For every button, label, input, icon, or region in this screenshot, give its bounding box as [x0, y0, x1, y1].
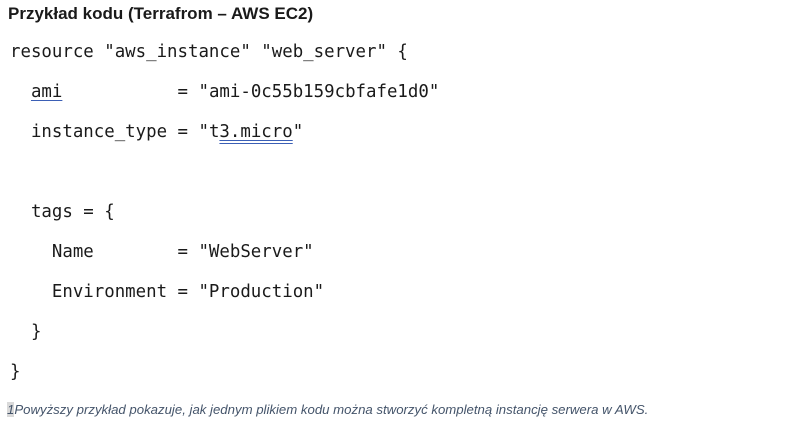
code-line-tag-environment: Environment = "Production" [10, 282, 325, 302]
spellcheck-word-ami: ami [30, 82, 63, 102]
code-line-instance-type-prefix: instance_type = "t [30, 122, 220, 142]
document-heading: Przykład kodu (Terrafrom – AWS EC2) [8, 4, 314, 23]
code-line-tags: tags = { [10, 202, 115, 222]
code-line-ami: ami = "ami-0c55b159cbfafe1d0" [10, 80, 439, 104]
caption-number: 1 [7, 402, 15, 417]
code-line-resource-close: } [10, 362, 21, 382]
code-line-instance-type-suffix: " [292, 122, 304, 142]
code-line-instance-type: instance_type = "t3.micro" [10, 120, 303, 144]
figure-caption: 1Powyższy przykład pokazuje, jak jednym … [7, 400, 648, 420]
code-line-tags-close: } [10, 322, 42, 342]
code-line-tag-name: Name = "WebServer" [10, 242, 314, 262]
code-line-ami-value: = "ami-0c55b159cbfafe1d0" [62, 82, 440, 102]
spellcheck-word-micro: 3.micro [219, 122, 293, 142]
code-line-resource: resource "aws_instance" "web_server" { [10, 42, 408, 62]
caption-text: Powyższy przykład pokazuje, jak jednym p… [14, 402, 649, 417]
